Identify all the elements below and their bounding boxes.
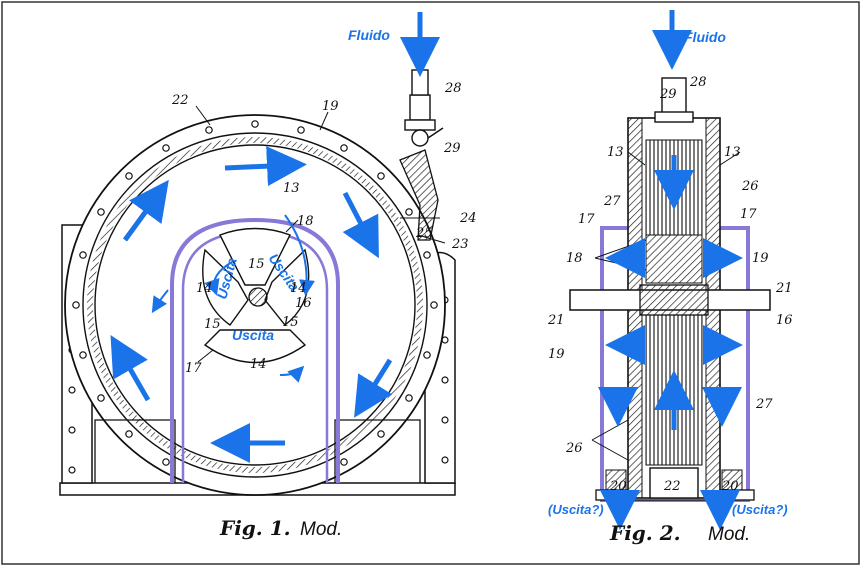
fig2-num-19b: 19 [548,347,565,362]
fig1-num-29: 29 [443,141,461,156]
figure-2: Fluido (Uscita?) (Uscita?) 29 28 13 13 2… [547,10,793,545]
fig1-num-23: 23 [451,237,469,252]
fig1-inner-left-leg [94,419,176,483]
fig1-num-19: 19 [322,99,339,114]
fig2-num-19a: 19 [752,251,769,266]
fig2-num-22: 22 [663,479,681,494]
uscita-label-bottom: Uscita [232,327,274,343]
fig1-num-14c: 14 [250,357,267,372]
fig1-num-15c: 15 [282,315,299,330]
fig2-num-26a: 26 [741,179,759,194]
fig1-part-numbers: 28 29 22 19 13 18 24 25 23 15 15 15 14 1… [171,81,477,376]
uscita-q-left: (Uscita?) [548,502,604,517]
fig2-num-13a: 13 [607,145,624,160]
fig2-num-27b: 27 [755,397,773,412]
fig2-num-27a: 27 [603,194,621,209]
fig2-num-20a: 20 [609,479,627,494]
fluido-label-2: Fluido [684,29,726,45]
fig2-num-18: 18 [566,251,583,266]
fig1-casing-hatched [87,137,423,473]
fig2-num-16: 16 [776,313,793,328]
fig2-hub [639,284,709,316]
fig1-valve-ball [411,129,429,147]
fig1-small-arrows [151,214,315,383]
figure-1: Fluido Uscita Uscita Uscita 28 29 22 19 … [59,12,477,540]
fig1-flange-inner [82,132,428,478]
fig1-num-22: 22 [171,93,189,108]
fluido-label-1: Fluido [348,27,390,43]
fig2-num-21b: 21 [547,313,565,328]
fig2-num-28: 28 [689,75,707,90]
fig2-num-20b: 20 [721,479,739,494]
fig1-num-13: 13 [283,181,300,196]
fig1-valve-handle [427,127,444,139]
fig1-caption-mod: Mod. [300,519,342,540]
fig1-flow-arrows [110,12,440,463]
fig1-blade-bottom [203,329,307,364]
fig1-num-24: 24 [459,211,477,226]
fig1-shaft [248,287,268,307]
fig1-num-28: 28 [444,81,462,96]
fig1-blade-top [219,227,291,286]
fig1-flange-bolts [72,120,438,466]
fig1-num-14a: 14 [196,281,213,296]
fig1-leaders [195,105,446,363]
fig1-num-15a: 15 [248,257,265,272]
fig2-num-17b: 17 [740,207,757,222]
fig1-num-16: 16 [295,296,312,311]
fig1-purple-arch-outer [170,217,340,483]
fig1-blade-right [264,248,310,326]
fig2-bottom-block [649,467,699,499]
fig2-caption-fig: Fig. 2. [609,521,681,545]
fig1-num-25: 25 [415,226,433,241]
fig1-inner-right-leg [334,419,421,483]
fig2-num-13b: 13 [724,145,741,160]
fig2-upper-pack [645,234,703,284]
fig2-num-26b: 26 [565,441,583,456]
fig1-valve-flange [404,119,436,131]
fig2-caption-mod: Mod. [708,524,750,545]
fig2-num-21a: 21 [775,281,793,296]
fig2-num-29: 29 [659,87,677,102]
fig1-num-15b: 15 [204,317,221,332]
fig1-pipe-top [411,69,429,96]
fig2-part-numbers: 29 28 13 13 26 27 17 17 18 19 21 21 16 1… [547,75,793,494]
fig1-valve-body [409,94,431,121]
fig2-flow-arrows [598,10,743,530]
fig1-num-17: 17 [185,361,202,376]
uscita-q-right: (Uscita?) [732,502,788,517]
fig1-caption-fig: Fig. 1. [219,516,291,540]
fig2-inlet-flange [654,111,694,123]
fig2-num-17a: 17 [578,212,595,227]
fig1-blade-left [202,248,249,326]
fig1-num-18: 18 [297,214,314,229]
fig1-num-14b: 14 [290,281,307,296]
